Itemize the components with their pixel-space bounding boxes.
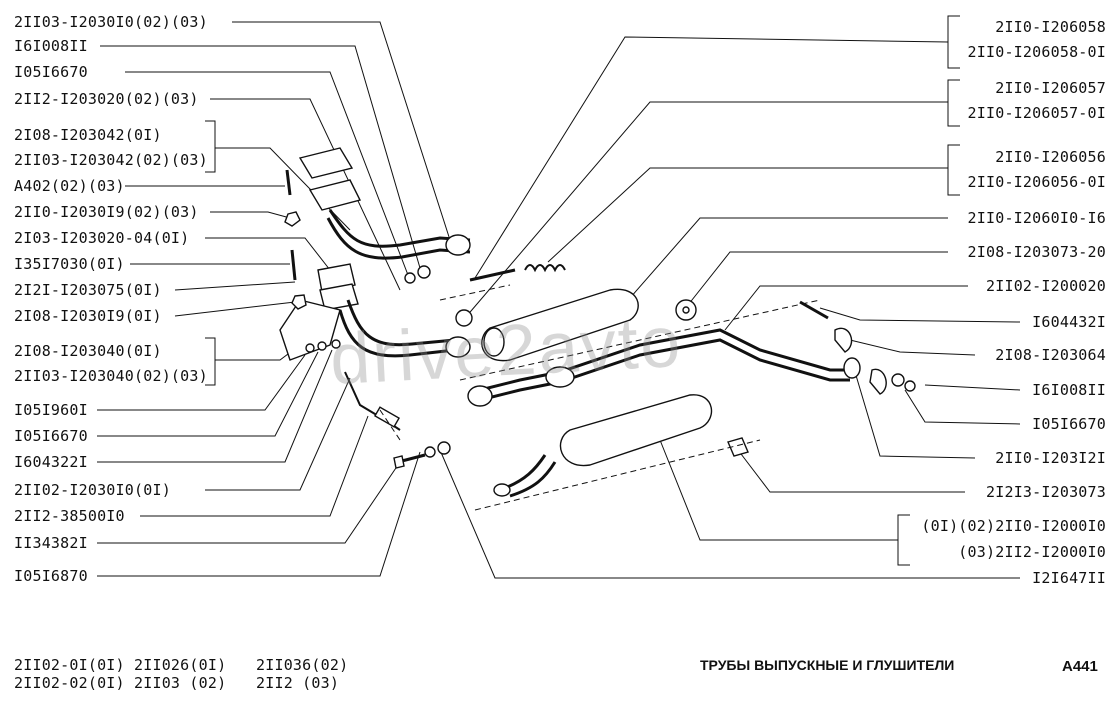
part-label-left: 2I2I-I203075(0I) bbox=[14, 281, 162, 299]
part-label-left: I05I6670 bbox=[14, 427, 88, 445]
part-label-left: 2II03-I2030I0(02)(03) bbox=[14, 13, 208, 31]
manifold-gasket-upper bbox=[298, 147, 354, 179]
part-label-left: A402(02)(03) bbox=[14, 177, 125, 195]
exhaust-parts bbox=[279, 147, 916, 498]
part-label-left: I604322I bbox=[14, 453, 88, 471]
nut bbox=[284, 211, 301, 227]
front-pipe-upper bbox=[328, 209, 471, 248]
part-label-left: 2II2-I203020(02)(03) bbox=[14, 90, 199, 108]
resonator bbox=[481, 288, 639, 362]
part-label-right: I2I647II bbox=[1032, 569, 1106, 587]
part-label-right: (0I)(02)2II0-I2000I0 bbox=[921, 517, 1106, 535]
page-code: A441 bbox=[1062, 658, 1098, 675]
manifold-gasket-lower bbox=[308, 179, 362, 211]
part-label-right: 2II0-I206057 bbox=[995, 79, 1106, 97]
clamp-upper bbox=[834, 327, 853, 353]
page-title: ТРУБЫ ВЫПУСКНЫЕ И ГЛУШИТЕЛИ bbox=[700, 657, 955, 673]
part-label-left: 2I08-I203040(0I) bbox=[14, 342, 162, 360]
part-label-left: I05I6670 bbox=[14, 63, 88, 81]
part-label-left: 2I08-I203042(0I) bbox=[14, 126, 162, 144]
part-label-left: I35I7030(0I) bbox=[14, 255, 125, 273]
part-label-left: 2II03-I203042(02)(03) bbox=[14, 151, 208, 169]
model-code: 2II026(0I) bbox=[134, 656, 227, 674]
front-pipe-flange-upper bbox=[445, 234, 471, 256]
model-code: 2II2 (03) bbox=[256, 674, 340, 692]
front-pipe-lower bbox=[338, 309, 456, 358]
part-label-left: II34382I bbox=[14, 534, 88, 552]
model-code: 2II03 (02) bbox=[134, 674, 227, 692]
part-label-left: 2II02-I2030I0(0I) bbox=[14, 481, 171, 499]
model-code: 2II02-02(0I) bbox=[14, 674, 125, 692]
part-label-right: 2II0-I206056-0I bbox=[967, 173, 1106, 191]
model-code: 2II02-0I(0I) bbox=[14, 656, 125, 674]
part-label-left: 2II03-I203040(02)(03) bbox=[14, 367, 208, 385]
clamp-lower bbox=[869, 368, 887, 395]
main-muffler bbox=[559, 394, 713, 467]
part-label-right: 2II0-I203I2I bbox=[995, 449, 1106, 467]
part-label-left: I05I6870 bbox=[14, 567, 88, 585]
part-label-right: (03)2II2-I2000I0 bbox=[958, 543, 1106, 561]
part-label-left: I05I960I bbox=[14, 401, 88, 419]
intermediate-pipe bbox=[471, 328, 850, 394]
rubber-mount-rear bbox=[727, 437, 749, 457]
part-label-right: 2II0-I206057-0I bbox=[967, 104, 1106, 122]
part-label-right: I05I6670 bbox=[1032, 415, 1106, 433]
bolt-long bbox=[469, 268, 516, 282]
part-label-left: 2II2-38500I0 bbox=[14, 507, 125, 525]
part-label-left: 2I08-I2030I9(0I) bbox=[14, 307, 162, 325]
part-label-right: 2II0-I206056 bbox=[995, 148, 1106, 166]
part-label-right: 2II0-I206058-0I bbox=[967, 43, 1106, 61]
part-label-right: 2I08-I203073-20 bbox=[967, 243, 1106, 261]
stud bbox=[285, 169, 292, 196]
spring bbox=[524, 264, 566, 273]
part-label-right: 2I2I3-I203073 bbox=[986, 483, 1106, 501]
part-label-left: 2II0-I2030I9(02)(03) bbox=[14, 203, 199, 221]
assembly-guides bbox=[379, 284, 821, 511]
part-label-right: I6I008II bbox=[1032, 381, 1106, 399]
leader-lines bbox=[97, 15, 1021, 579]
part-label-right: 2II0-I206058 bbox=[995, 18, 1106, 36]
part-label-right: 2II02-I200020 bbox=[986, 277, 1106, 295]
part-label-left: 2I03-I203020-04(0I) bbox=[14, 229, 190, 247]
part-label-right: I604432I bbox=[1032, 313, 1106, 331]
part-label-right: 2I08-I203064 bbox=[995, 346, 1106, 364]
tail-pipe bbox=[504, 454, 547, 490]
part-label-left: I6I008II bbox=[14, 37, 88, 55]
model-code: 2II036(02) bbox=[256, 656, 349, 674]
part-label-right: 2II0-I2060I0-I6 bbox=[967, 209, 1106, 227]
